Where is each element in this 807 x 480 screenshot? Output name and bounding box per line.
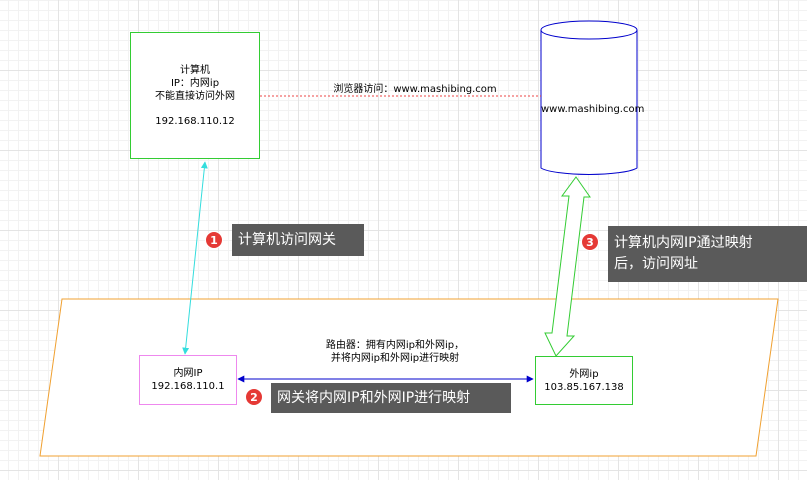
browser-link-label: 浏览器访问：www.mashibing.com — [333, 84, 497, 95]
internal-ip-node[interactable]: 内网IP 192.168.110.1 — [139, 355, 237, 405]
router-label-line1: 路由器：拥有内网ip和外网ip， — [325, 340, 465, 351]
callout-2: 网关将内网IP和外网IP进行映射 — [271, 383, 511, 413]
callout-3-badge: 3 — [581, 233, 599, 251]
callout-3: 计算机内网IP通过映射 后，访问网址 — [608, 226, 807, 282]
computer-gateway-arrow — [182, 161, 208, 355]
computer-address: 192.168.110.12 — [155, 115, 235, 127]
callout-2-badge: 2 — [245, 388, 263, 406]
computer-ip-line: IP：内网ip — [170, 77, 220, 89]
server-cylinder[interactable] — [540, 20, 638, 175]
callout-1-badge: 1 — [205, 231, 223, 249]
internal-ip-address: 192.168.110.1 — [151, 381, 225, 392]
callout-3-line2: 后，访问网址 — [614, 256, 698, 272]
external-ip-node[interactable]: 外网ip 103.85.167.138 — [535, 356, 633, 405]
external-ip-title: 外网ip — [569, 368, 599, 380]
computer-node[interactable]: 计算机 IP：内网ip 不能直接访问外网 192.168.110.12 — [130, 32, 260, 159]
internal-ip-title: 内网IP — [173, 368, 203, 379]
server-label: www.mashibing.com — [541, 104, 645, 115]
callout-3-line1: 计算机内网IP通过映射 — [614, 235, 753, 251]
router-label: 路由器：拥有内网ip和外网ip， 并将内网ip和外网ip进行映射 — [290, 339, 500, 365]
computer-note: 不能直接访问外网 — [155, 90, 235, 102]
computer-title: 计算机 — [180, 64, 210, 76]
router-label-line2: 并将内网ip和外网ip进行映射 — [330, 353, 460, 364]
callout-1: 计算机访问网关 — [232, 224, 364, 256]
external-ip-address: 103.85.167.138 — [544, 381, 624, 393]
